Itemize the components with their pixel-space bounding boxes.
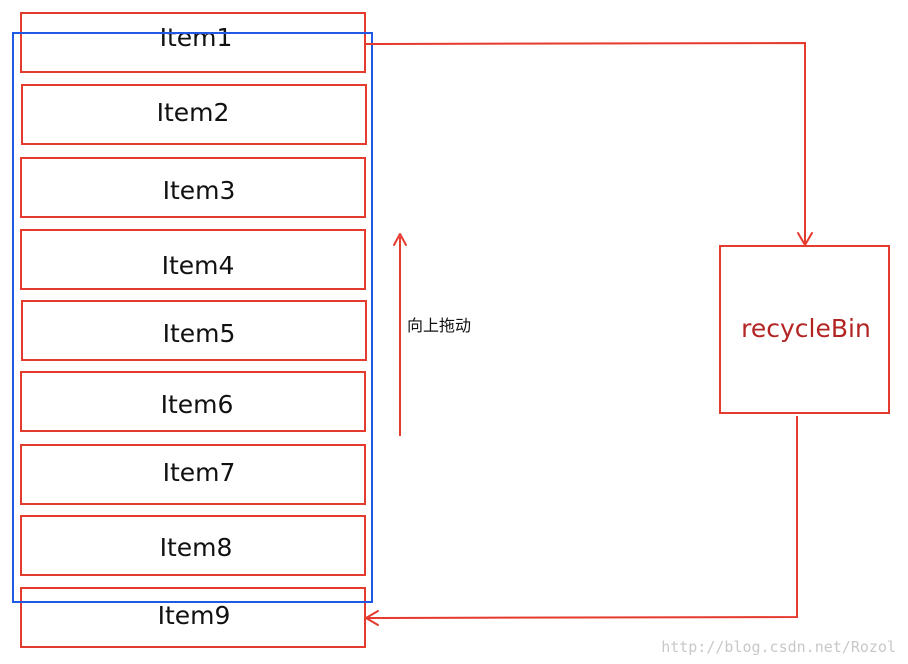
item-box-3: [20, 157, 366, 218]
item-label-3: Item3: [163, 176, 236, 205]
item-box-1: [20, 12, 366, 73]
reuse-arrow: [365, 416, 798, 626]
item-list: Item1 Item2 Item3 Item4 Item5 Item6 Item…: [20, 12, 367, 648]
viewport-frame: [12, 32, 373, 603]
item-box-9: [20, 587, 366, 648]
list-item: Item6: [20, 371, 366, 432]
item-label-6: Item6: [161, 390, 234, 419]
recycle-bin-label: recycleBin: [741, 314, 871, 343]
item-label-8: Item8: [160, 533, 233, 562]
item-box-4: [20, 229, 366, 290]
list-item: Item2: [21, 84, 367, 145]
list-item: Item7: [20, 444, 366, 505]
list-item: Item9: [20, 587, 366, 648]
item-label-5: Item5: [163, 319, 236, 348]
item-label-1: Item1: [160, 23, 233, 52]
recycle-arrow: [364, 41, 813, 246]
reuse-arrow-line: [367, 416, 798, 619]
item-label-9: Item9: [158, 601, 231, 630]
recycle-arrow-line: [364, 41, 806, 243]
list-item: Item5: [21, 300, 367, 361]
scroll-up-arrowhead-icon: [393, 233, 407, 246]
reuse-arrowhead-icon: [365, 610, 379, 626]
list-item: Item1: [20, 12, 366, 73]
watermark: http://blog.csdn.net/Rozol: [661, 638, 896, 656]
list-item: Item3: [20, 157, 366, 218]
item-box-7: [20, 444, 366, 505]
item-box-8: [20, 515, 366, 576]
list-item: Item8: [20, 515, 366, 576]
recycle-bin: recycleBin: [719, 245, 890, 414]
item-box-2: [21, 84, 367, 145]
item-label-4: Item4: [162, 251, 235, 280]
item-label-7: Item7: [163, 458, 236, 487]
item-label-2: Item2: [157, 98, 230, 127]
item-box-6: [20, 371, 366, 432]
scroll-up-note: 向上拖动: [407, 316, 471, 335]
recycle-arrowhead-icon: [797, 232, 813, 246]
scroll-up-indicator: [393, 233, 407, 436]
item-box-5: [21, 300, 367, 361]
list-item: Item4: [20, 229, 366, 290]
recycle-bin-box: [719, 245, 890, 414]
